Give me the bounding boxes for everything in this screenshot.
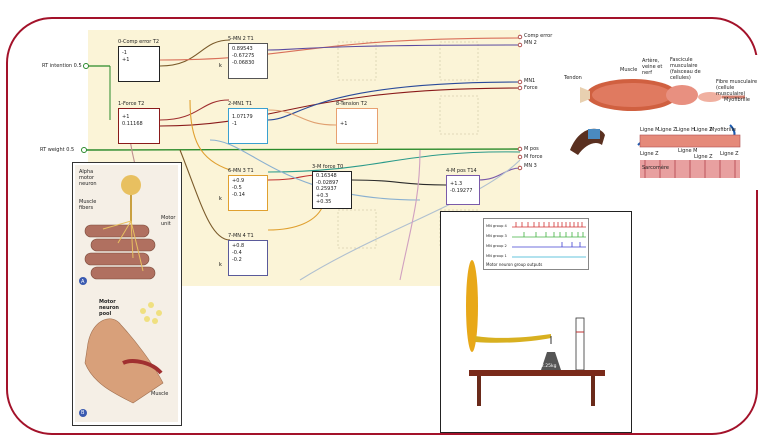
node-box: +0.9 -0.5 -0.14 — [228, 175, 268, 211]
node-title: 8-Tension T2 — [336, 101, 368, 107]
label-line: Myofibrille — [710, 127, 736, 133]
mn-spike-raster — [512, 222, 586, 258]
label-muscle: Muscle — [620, 67, 638, 73]
node-value: -0.67275 — [232, 53, 255, 59]
node-box: -1 +1 — [118, 46, 160, 82]
output-label: Comp error — [524, 33, 553, 39]
node-value: -0.2 — [232, 257, 242, 263]
node-value: -0.4 — [232, 250, 242, 256]
node-value: -1 — [232, 121, 237, 127]
label-a: A — [81, 279, 85, 285]
label-motor-neuron-pool: Motor neuron pool — [99, 299, 119, 317]
label-b: B — [81, 410, 85, 416]
output-label: MN1 — [524, 78, 536, 84]
node-box: +1 0.11168 — [118, 108, 160, 144]
label-alpha-motor-neuron: Alpha motor neuron — [79, 169, 97, 187]
node-box: 1.07179 -1 — [228, 108, 268, 144]
node-value: +0.3 — [316, 192, 329, 199]
label-line: Ligne M — [678, 148, 698, 154]
mn-chart-caption: Motor neuron group outputs — [486, 262, 543, 267]
motor-unit-drawing — [75, 165, 178, 422]
node-title: 0-Comp error T2 — [118, 39, 160, 45]
label-line: Ligne M — [640, 127, 660, 133]
label-line: Ligne Z — [694, 127, 713, 133]
node-value: +1.3 — [450, 181, 463, 187]
weight-label: 2.25kg — [541, 364, 557, 369]
k-label: k — [219, 262, 222, 268]
mn-group-label: MN group 3 — [486, 234, 507, 238]
node-box: +1 — [336, 108, 378, 144]
node-title: 3-M force T0 — [312, 164, 344, 170]
label-line: Ligne Z — [720, 151, 739, 157]
node-title: 7-MN 4 T1 — [228, 233, 254, 239]
k-label: k — [219, 63, 222, 69]
muscle-drawing — [570, 79, 745, 178]
node-title: 1-Force T2 — [118, 101, 145, 107]
label-fascicle: Fascicule musculaire (faisceau de cellul… — [670, 57, 701, 81]
node-value: +0.8 — [232, 243, 245, 249]
label-myofibril: Myofibrille — [724, 97, 750, 103]
node-box: +1.3 -0.19277 — [446, 175, 480, 205]
node-box: +0.8 -0.4 -0.2 — [228, 240, 268, 276]
node-value: 0.89543 — [232, 46, 253, 52]
simulation-inset: MN group 4 MN group 3 MN group 2 MN grou… — [440, 211, 632, 433]
k-label: k — [219, 196, 222, 202]
label-artery: Artère, veine et nerf — [642, 58, 663, 76]
node-title: 2-MN1 T1 — [228, 101, 253, 107]
output-label: M pos — [524, 146, 539, 152]
node-value: +1 — [122, 114, 130, 120]
node-value: +0.9 — [232, 178, 245, 184]
label-tendon: Tendon — [564, 75, 582, 81]
node-value: -0.02897 — [316, 179, 339, 186]
label-muscle-fibers: Muscle fibers — [79, 199, 97, 211]
arm-weight-simulation — [466, 260, 605, 406]
node-value: +1 — [122, 57, 130, 63]
node-value: 1.07179 — [232, 114, 253, 120]
node-value: -0.5 — [232, 185, 242, 191]
label-motor-unit: Motor unit — [161, 215, 176, 227]
node-box: 0.16348 -0.02897 0.25937 +0.3 +0.35 — [312, 171, 352, 209]
input-label-weight: RT weight 0.5 — [40, 147, 75, 153]
node-value: -0.14 — [232, 192, 245, 198]
node-title: 6-MN 3 T1 — [228, 168, 254, 174]
output-label: Force — [524, 85, 538, 91]
node-value: -0.06830 — [232, 60, 255, 66]
label-muscle: Muscle — [151, 391, 169, 397]
output-label: MN 2 — [524, 40, 537, 46]
outer-frame — [6, 17, 758, 435]
label-line: Ligne H — [676, 127, 695, 133]
output-label: MN 3 — [524, 163, 537, 169]
label-line: Ligne Z — [694, 154, 713, 160]
mn-output-chart: MN group 4 MN group 3 MN group 2 MN grou… — [483, 218, 589, 270]
mn-group-label: MN group 2 — [486, 244, 507, 248]
input-label-intention: RT intention 0.5 — [42, 63, 82, 69]
mn-group-label: MN group 4 — [486, 224, 507, 228]
mn-group-label: MN group 1 — [486, 254, 507, 258]
muscle-anatomy-figure: Tendon Muscle Artère, veine et nerf Fasc… — [560, 55, 760, 190]
node-title: 5-MN 2 T1 — [228, 36, 254, 42]
label-sarcomere: Sarcomère — [642, 165, 669, 171]
node-value: 0.25937 — [316, 186, 337, 192]
node-value: 0.11168 — [122, 121, 143, 127]
node-box: 0.89543 -0.67275 -0.06830 — [228, 43, 268, 79]
label-line: Ligne Z — [658, 127, 677, 133]
node-value: -0.19277 — [450, 188, 473, 194]
node-value: +1 — [340, 121, 348, 127]
output-label: M force — [524, 154, 543, 160]
motor-unit-inset: Alpha motor neuron Muscle fibers Motor u… — [72, 162, 182, 426]
label-fiber: Fibre musculaire (cellule musculaire) — [716, 79, 758, 97]
label-line: Ligne Z — [640, 151, 659, 157]
node-title: 4-M pos T14 — [446, 168, 477, 174]
node-value: +0.35 — [316, 199, 332, 205]
node-value: -1 — [122, 50, 127, 56]
node-value: 0.16348 — [316, 173, 337, 179]
